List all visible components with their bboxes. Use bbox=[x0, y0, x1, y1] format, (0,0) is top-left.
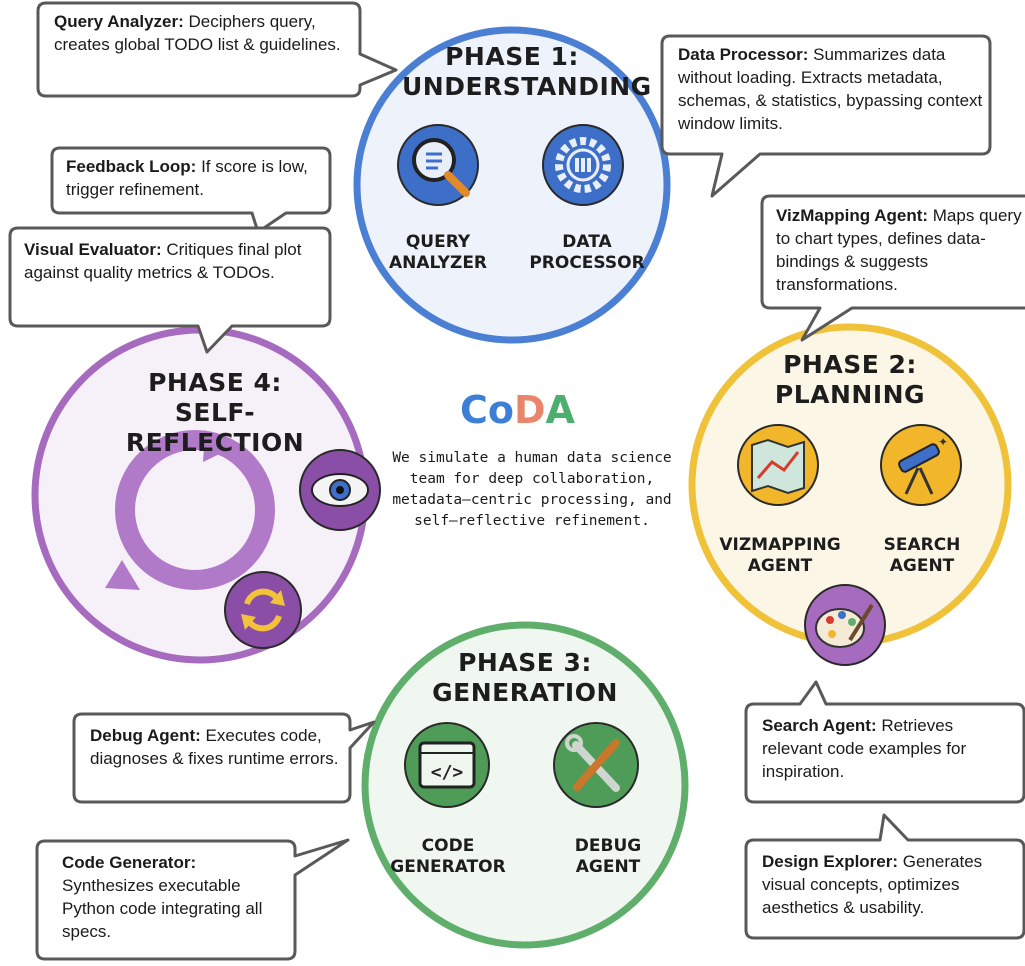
callout-text: Generates visual concepts, optimizes aes… bbox=[762, 852, 983, 917]
agent-label-search-agent: SEARCH AGENT bbox=[870, 535, 974, 577]
callout-search-agent: Search Agent: Retrieves relevant code ex… bbox=[762, 714, 1018, 783]
callout-title: Code Generator: bbox=[62, 853, 197, 872]
phase2-title: PHASE 2: PLANNING bbox=[750, 350, 950, 410]
agent-label-vizmapping: VIZMAPPING AGENT bbox=[710, 535, 850, 577]
gear-icon bbox=[542, 124, 624, 206]
phase2-title-line1: PHASE 2: bbox=[783, 350, 917, 379]
agent-label-debug-agent: DEBUG AGENT bbox=[556, 836, 660, 878]
code-window-icon: </> bbox=[404, 722, 490, 808]
callout-title: Data Processor: bbox=[678, 45, 809, 64]
agent-label-query-analyzer: QUERY ANALYZER bbox=[378, 232, 498, 274]
callout-design-explorer: Design Explorer: Generates visual concep… bbox=[762, 850, 1022, 919]
callout-title: Visual Evaluator: bbox=[24, 240, 162, 259]
map-icon bbox=[737, 424, 819, 506]
phase4-title-line1: PHASE 4: bbox=[148, 368, 282, 397]
callout-title: Feedback Loop: bbox=[66, 157, 197, 176]
callout-text: If score is low, trigger refinement. bbox=[66, 157, 308, 199]
phase1-title-line2: UNDERSTANDING bbox=[402, 72, 652, 101]
agent-label-line: VIZMAPPING bbox=[719, 535, 841, 555]
agent-label-line: PROCESSOR bbox=[529, 253, 645, 273]
callout-bubble-visual-evaluator bbox=[8, 226, 332, 354]
phase3-title: PHASE 3: GENERATION bbox=[420, 648, 630, 708]
magnifier-icon bbox=[397, 124, 479, 206]
refresh-icon bbox=[224, 571, 302, 649]
agent-label-line: QUERY bbox=[405, 232, 471, 252]
agent-label-line: DEBUG bbox=[574, 836, 642, 856]
callout-title: Query Analyzer: bbox=[54, 12, 184, 31]
agent-label-line: AGENT bbox=[889, 556, 955, 576]
agent-label-line: GENERATOR bbox=[390, 857, 506, 877]
logo-part: Co bbox=[460, 388, 514, 432]
tagline: We simulate a human data science team fo… bbox=[392, 450, 672, 529]
callout-bubble-data-processor bbox=[660, 34, 992, 198]
callout-title: Search Agent: bbox=[762, 716, 877, 735]
agent-label-line: DATA bbox=[562, 232, 612, 252]
phase3-circle bbox=[361, 621, 689, 949]
phase4-title-line2: SELF-REFLECTION bbox=[125, 398, 305, 457]
agent-label-line: AGENT bbox=[747, 556, 813, 576]
agent-label-line: SEARCH bbox=[883, 535, 961, 555]
agent-label-line: AGENT bbox=[575, 857, 641, 877]
eye-icon bbox=[299, 449, 381, 531]
phase3-title-line1: PHASE 3: bbox=[458, 648, 592, 677]
callout-feedback-loop: Feedback Loop: If score is low, trigger … bbox=[66, 155, 328, 201]
phase3-title-line2: GENERATION bbox=[432, 678, 618, 707]
callout-title: Design Explorer: bbox=[762, 852, 899, 871]
callout-text: Executes code, diagnoses & fixes runtime… bbox=[90, 726, 339, 768]
callout-code-generator: Code Generator: Synthesizes executable P… bbox=[62, 851, 284, 943]
logo-part: A bbox=[545, 388, 575, 432]
callout-visual-evaluator: Visual Evaluator: Critiques final plot a… bbox=[24, 238, 324, 284]
palette-icon bbox=[804, 584, 886, 666]
agent-label-code-generator: CODE GENERATOR bbox=[388, 836, 508, 878]
callout-bubble-vizmapping bbox=[760, 194, 1025, 342]
wrench-screwdriver-icon bbox=[553, 722, 639, 808]
phase4-title: PHASE 4: SELF-REFLECTION bbox=[100, 368, 330, 458]
telescope-icon: ✦ bbox=[880, 424, 962, 506]
phase1-title: PHASE 1: UNDERSTANDING bbox=[402, 42, 652, 102]
svg-text:✦: ✦ bbox=[938, 435, 948, 449]
logo-part: D bbox=[514, 388, 546, 432]
callout-title: Debug Agent: bbox=[90, 726, 201, 745]
callout-text: Critiques final plot against quality met… bbox=[24, 240, 302, 282]
callout-vizmapping: VizMapping Agent: Maps query to chart ty… bbox=[776, 204, 1025, 296]
callout-text: Deciphers query, creates global TODO lis… bbox=[54, 12, 341, 54]
coda-logo: CoDA bbox=[460, 388, 575, 432]
callout-query-analyzer: Query Analyzer: Deciphers query, creates… bbox=[54, 10, 350, 56]
agent-label-line: CODE bbox=[421, 836, 475, 856]
svg-text:</>: </> bbox=[431, 762, 464, 783]
phase1-circle bbox=[353, 26, 671, 344]
callout-bubble-code-generator bbox=[35, 838, 350, 961]
agent-label-line: ANALYZER bbox=[388, 253, 488, 273]
cycle-arrows-icon bbox=[105, 430, 275, 590]
phase1-title-line1: PHASE 1: bbox=[445, 42, 579, 71]
phase2-title-line2: PLANNING bbox=[774, 380, 926, 409]
callout-text: Synthesizes executable Python code integ… bbox=[62, 876, 263, 941]
callout-bubble-query-analyzer bbox=[36, 1, 398, 98]
callout-text: Retrieves relevant code examples for ins… bbox=[762, 716, 967, 781]
callout-bubble-feedback-loop bbox=[50, 146, 332, 234]
callout-bubble-design-explorer bbox=[744, 813, 1025, 940]
agent-label-data-processor: DATA PROCESSOR bbox=[528, 232, 646, 274]
callout-debug-agent: Debug Agent: Executes code, diagnoses & … bbox=[90, 724, 340, 770]
callout-text: Maps query to chart types, defines data-… bbox=[776, 206, 1022, 294]
callout-title: VizMapping Agent: bbox=[776, 206, 929, 225]
callout-bubble-debug-agent bbox=[72, 712, 376, 804]
callout-bubble-search-agent bbox=[744, 680, 1025, 804]
callout-data-processor: Data Processor: Summarizes data without … bbox=[678, 43, 988, 135]
callout-text: Summarizes data without loading. Extract… bbox=[678, 45, 983, 133]
